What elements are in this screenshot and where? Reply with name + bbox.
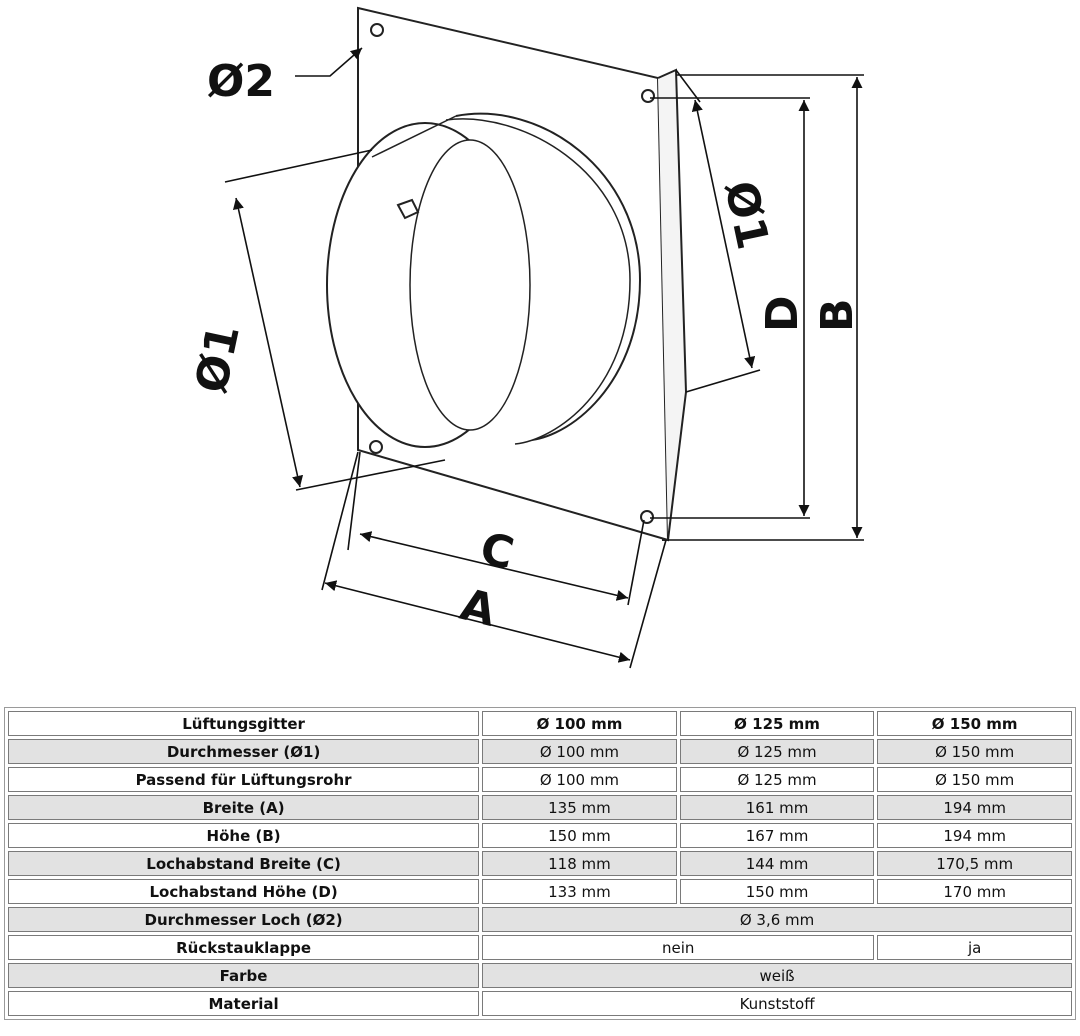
row-value: Kunststoff: [482, 991, 1072, 1016]
table-row: Lochabstand Höhe (D) 133 mm 150 mm 170 m…: [8, 879, 1072, 904]
pipe-spigot: [326, 112, 642, 460]
row-label: Passend für Lüftungsrohr: [8, 767, 480, 792]
screw-hole-top-right: [641, 89, 655, 103]
spec-table-container: Lüftungsgitter Ø 100 mm Ø 125 mm Ø 150 m…: [4, 707, 1076, 1020]
label-d2: Ø2: [207, 56, 275, 107]
label-d1-left: Ø1: [186, 320, 250, 397]
row-value: 150 mm: [482, 823, 677, 848]
row-label: Breite (A): [8, 795, 480, 820]
row-value: 167 mm: [679, 823, 875, 848]
header-label: Lüftungsgitter: [8, 711, 480, 736]
row-value: Ø 125 mm: [679, 739, 875, 764]
table-row: Durchmesser (Ø1) Ø 100 mm Ø 125 mm Ø 150…: [8, 739, 1072, 764]
screw-holes: [369, 23, 655, 524]
row-label: Höhe (B): [8, 823, 480, 848]
row-value: 135 mm: [482, 795, 677, 820]
table-row: Lochabstand Breite (C) 118 mm 144 mm 170…: [8, 851, 1072, 876]
row-value: Ø 100 mm: [482, 767, 677, 792]
row-value: 170 mm: [877, 879, 1072, 904]
screw-hole-top-left: [370, 23, 384, 37]
row-value: 150 mm: [679, 879, 875, 904]
row-value: Ø 3,6 mm: [482, 907, 1072, 932]
row-value: 144 mm: [679, 851, 875, 876]
row-value: 194 mm: [877, 823, 1072, 848]
label-d: D: [757, 295, 808, 332]
row-value: Ø 150 mm: [877, 767, 1072, 792]
header-col-100: Ø 100 mm: [482, 711, 677, 736]
row-label: Lochabstand Breite (C): [8, 851, 480, 876]
table-row: Breite (A) 135 mm 161 mm 194 mm: [8, 795, 1072, 820]
label-b: B: [812, 298, 863, 332]
row-value: 161 mm: [679, 795, 875, 820]
row-value: nein: [482, 935, 875, 960]
row-value: 194 mm: [877, 795, 1072, 820]
row-label: Rückstauklappe: [8, 935, 480, 960]
row-value: 118 mm: [482, 851, 677, 876]
row-label: Durchmesser Loch (Ø2): [8, 907, 480, 932]
table-row: Material Kunststoff: [8, 991, 1072, 1016]
label-d1-right: Ø1: [714, 177, 778, 254]
table-row: Rückstauklappe nein ja: [8, 935, 1072, 960]
table-row: Farbe weiß: [8, 963, 1072, 988]
label-c: C: [476, 523, 519, 580]
table-row: Passend für Lüftungsrohr Ø 100 mm Ø 125 …: [8, 767, 1072, 792]
row-value: ja: [877, 935, 1072, 960]
row-value: 170,5 mm: [877, 851, 1072, 876]
row-label: Farbe: [8, 963, 480, 988]
row-label: Material: [8, 991, 480, 1016]
row-label: Durchmesser (Ø1): [8, 739, 480, 764]
header-col-150: Ø 150 mm: [877, 711, 1072, 736]
screw-hole-bottom-right: [640, 510, 654, 524]
row-value: weiß: [482, 963, 1072, 988]
row-value: Ø 100 mm: [482, 739, 677, 764]
dimension-lines: [224, 47, 864, 669]
screw-hole-bottom-left: [369, 440, 383, 454]
table-header-row: Lüftungsgitter Ø 100 mm Ø 125 mm Ø 150 m…: [8, 711, 1072, 736]
row-value: 133 mm: [482, 879, 677, 904]
row-label: Lochabstand Höhe (D): [8, 879, 480, 904]
row-value: Ø 125 mm: [679, 767, 875, 792]
spec-table: Lüftungsgitter Ø 100 mm Ø 125 mm Ø 150 m…: [4, 707, 1076, 1020]
table-row: Höhe (B) 150 mm 167 mm 194 mm: [8, 823, 1072, 848]
header-col-125: Ø 125 mm: [679, 711, 875, 736]
label-a: A: [455, 579, 500, 637]
technical-drawing: Ø2 Ø1 Ø1 D B C A: [186, 6, 864, 669]
row-value: Ø 150 mm: [877, 739, 1072, 764]
table-row: Durchmesser Loch (Ø2) Ø 3,6 mm: [8, 907, 1072, 932]
